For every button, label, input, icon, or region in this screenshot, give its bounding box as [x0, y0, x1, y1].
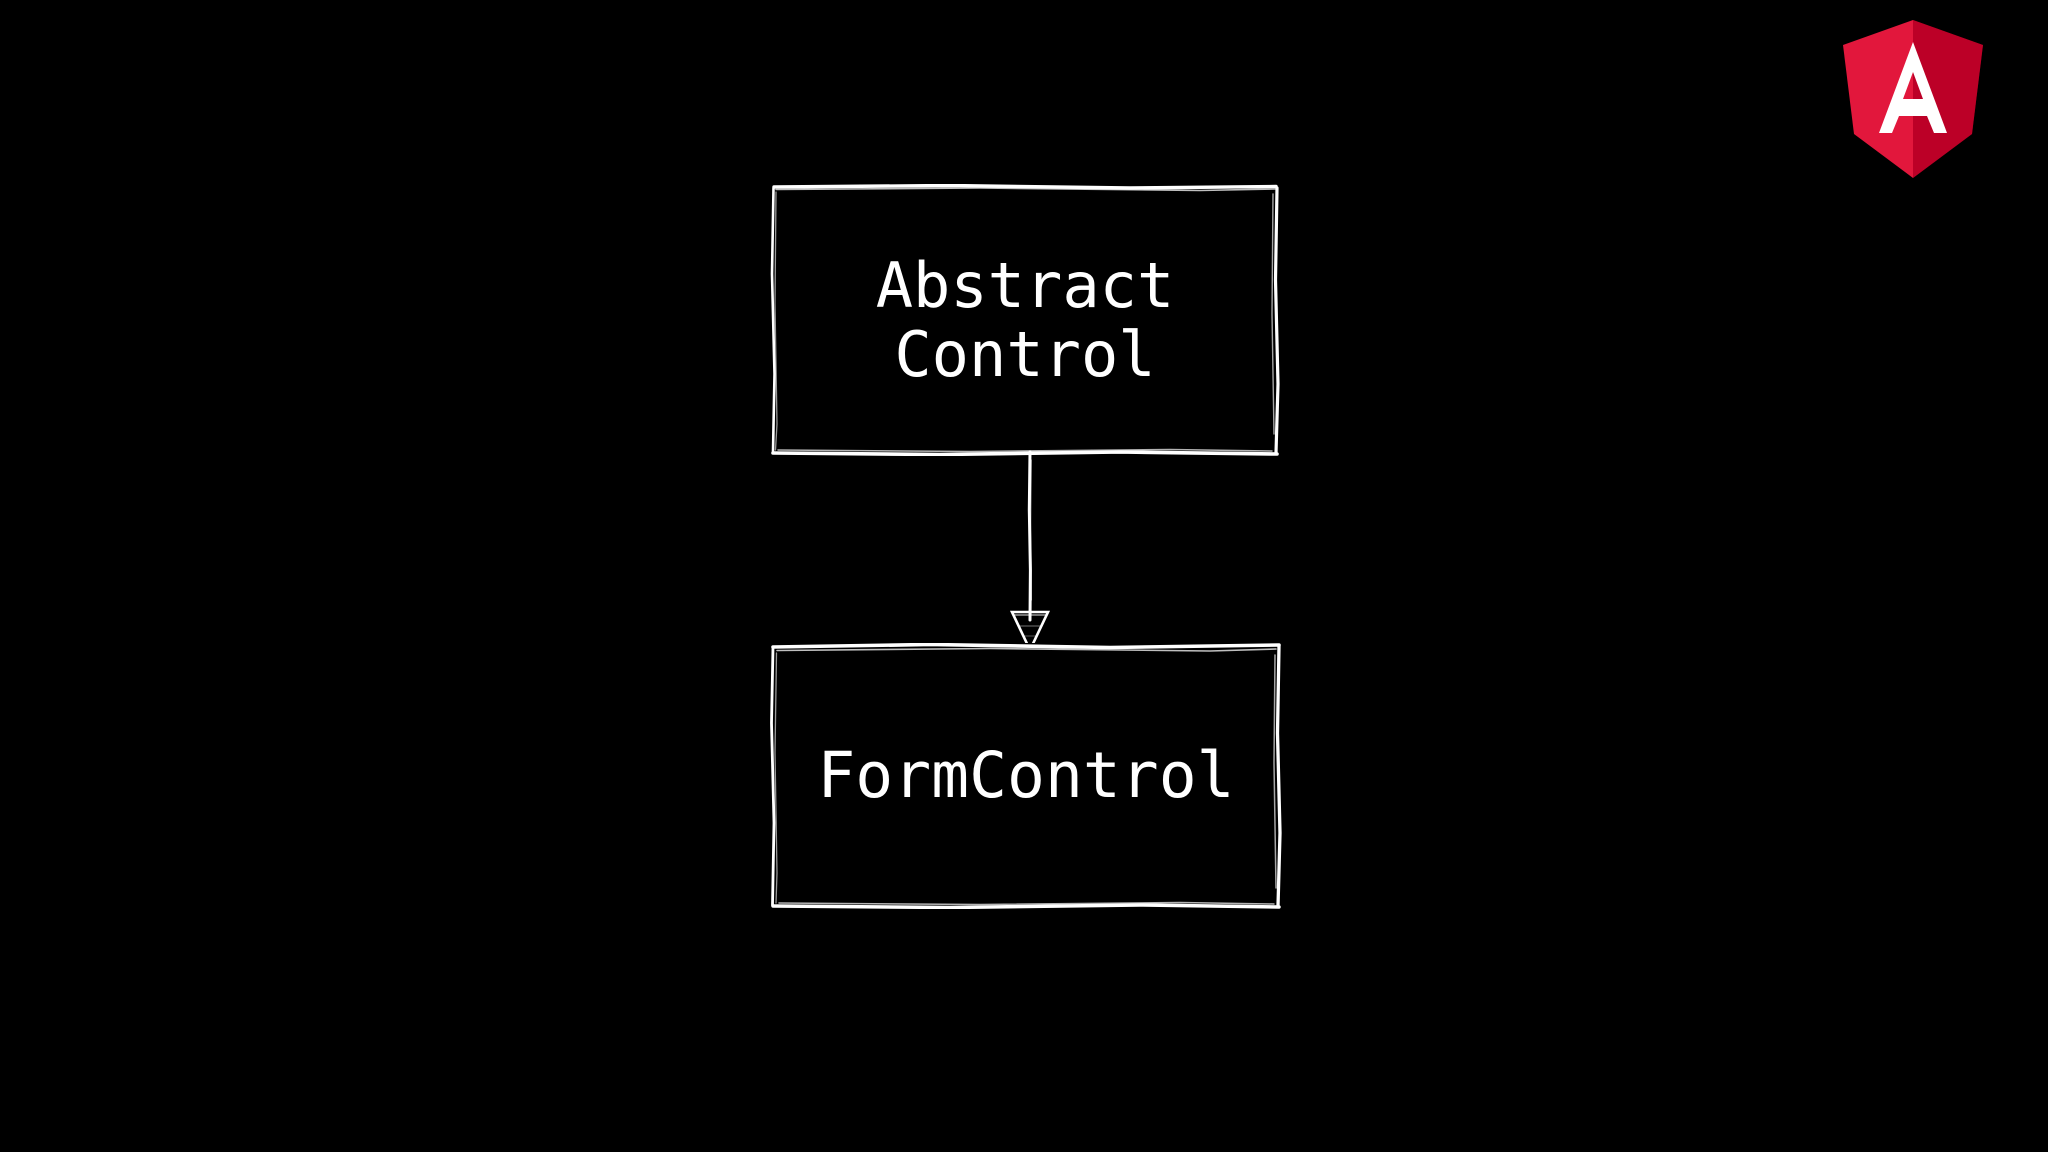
diagram-node-abstract-control[interactable]: Abstract Control: [770, 184, 1280, 456]
diagram-node-label: FormControl: [817, 738, 1235, 812]
angular-logo: [1843, 20, 1983, 178]
diagram-node-form-control[interactable]: FormControl: [770, 643, 1282, 909]
diagram-node-label: Abstract Control: [875, 248, 1175, 391]
angular-logo-icon: [1843, 20, 1983, 178]
diagram-edge-abstract-to-form: [960, 450, 1100, 655]
arrow-down-icon: [1009, 450, 1051, 654]
